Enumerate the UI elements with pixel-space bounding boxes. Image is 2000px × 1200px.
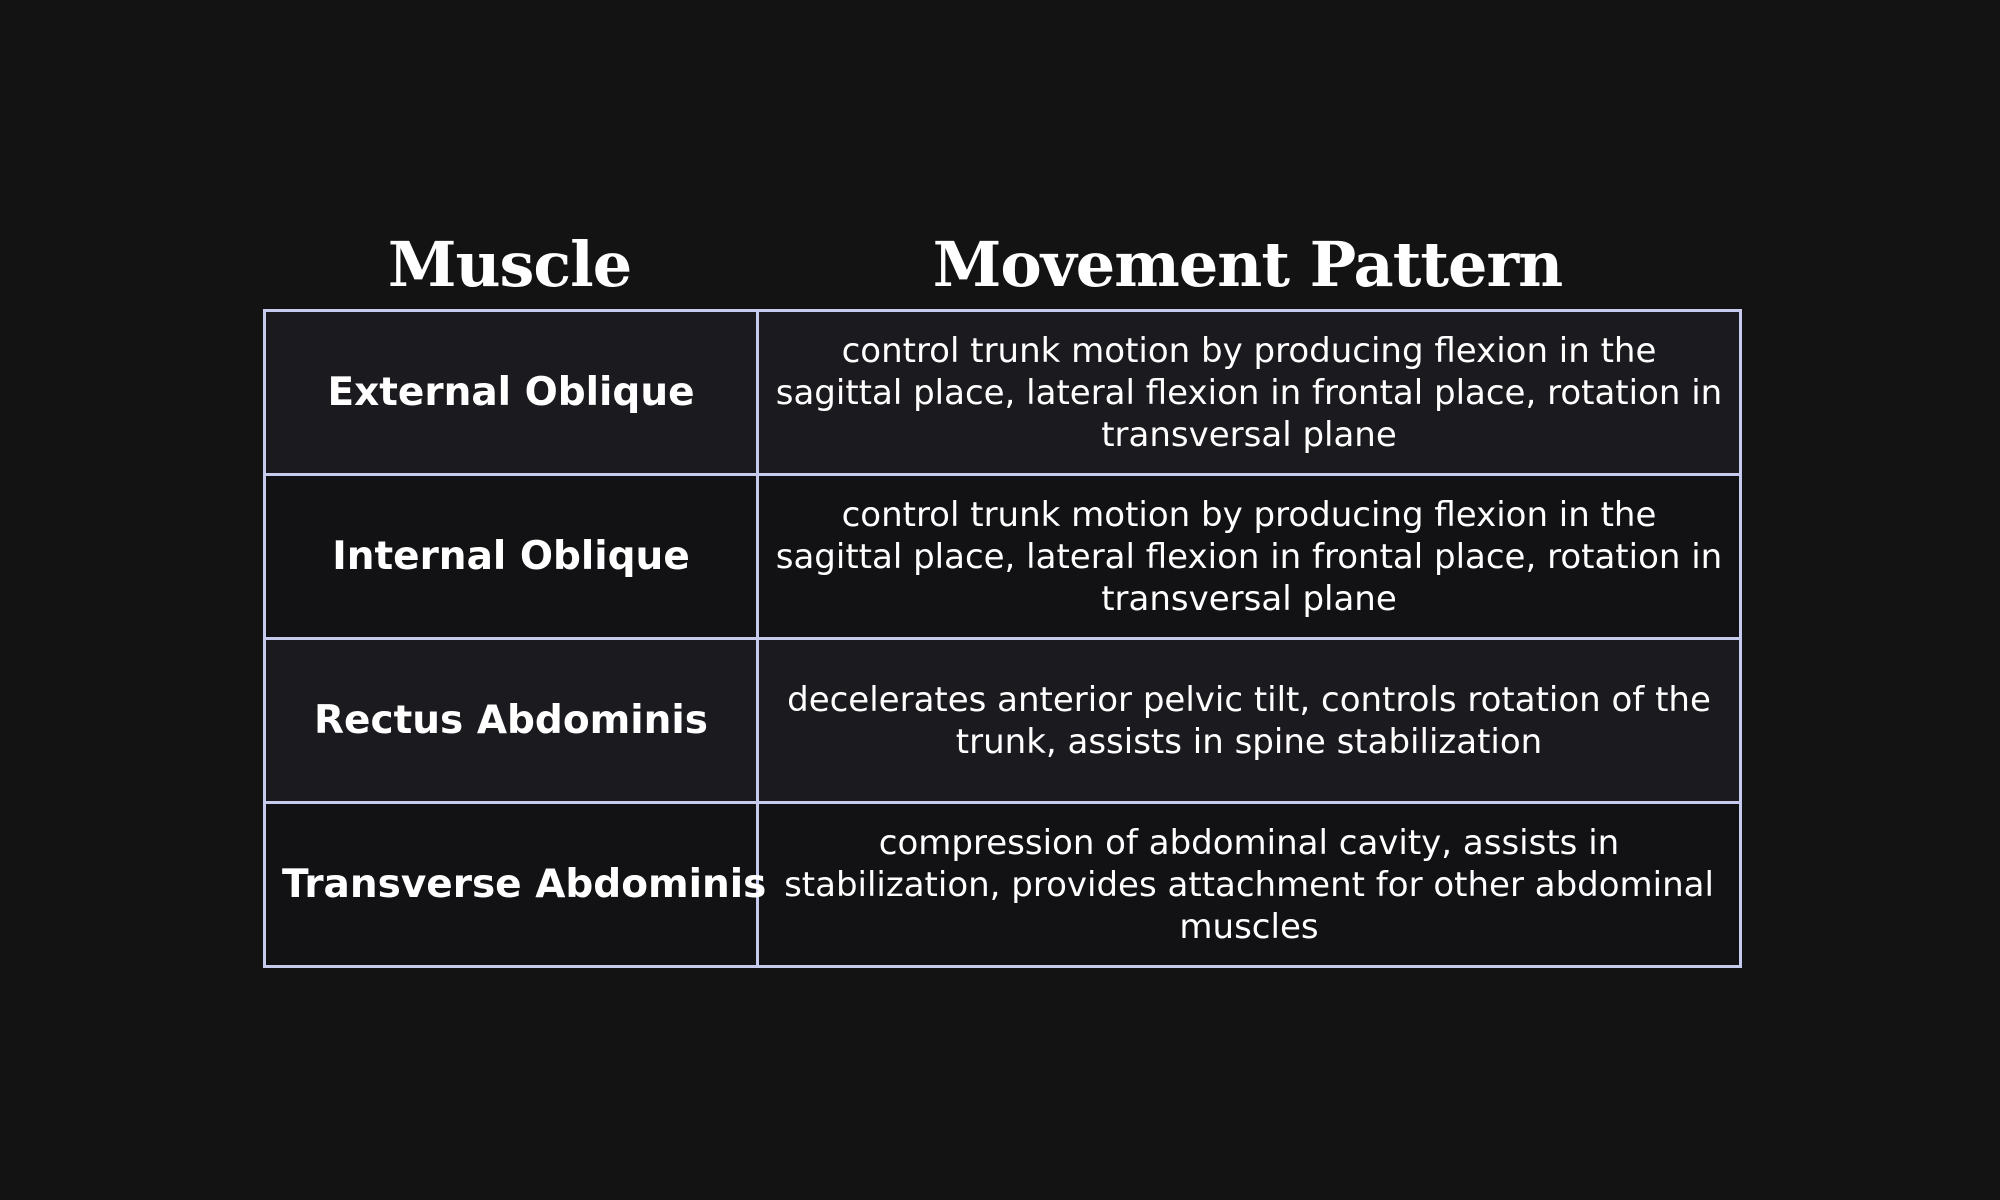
pattern-cell: compression of abdominal cavity, assists…: [756, 801, 1742, 968]
table-row: Internal Oblique control trunk motion by…: [263, 473, 1742, 640]
muscle-table: Muscle Movement Pattern External Oblique…: [263, 219, 1742, 968]
muscle-cell: Rectus Abdominis: [263, 637, 759, 804]
muscle-cell: Transverse Abdominis: [263, 801, 766, 968]
pattern-cell: decelerates anterior pelvic tilt, contro…: [756, 637, 1742, 804]
table-row: Transverse Abdominis compression of abdo…: [263, 801, 1742, 968]
table-row: External Oblique control trunk motion by…: [263, 309, 1742, 476]
table-header: Muscle Movement Pattern: [263, 219, 1739, 309]
header-movement-pattern: Movement Pattern: [932, 227, 1563, 301]
header-muscle: Muscle: [387, 227, 632, 301]
muscle-cell: External Oblique: [263, 309, 759, 476]
pattern-cell: control trunk motion by producing flexio…: [756, 473, 1742, 640]
pattern-cell: control trunk motion by producing flexio…: [756, 309, 1742, 476]
table-body: External Oblique control trunk motion by…: [263, 309, 1742, 968]
muscle-cell: Internal Oblique: [263, 473, 759, 640]
table-row: Rectus Abdominis decelerates anterior pe…: [263, 637, 1742, 804]
